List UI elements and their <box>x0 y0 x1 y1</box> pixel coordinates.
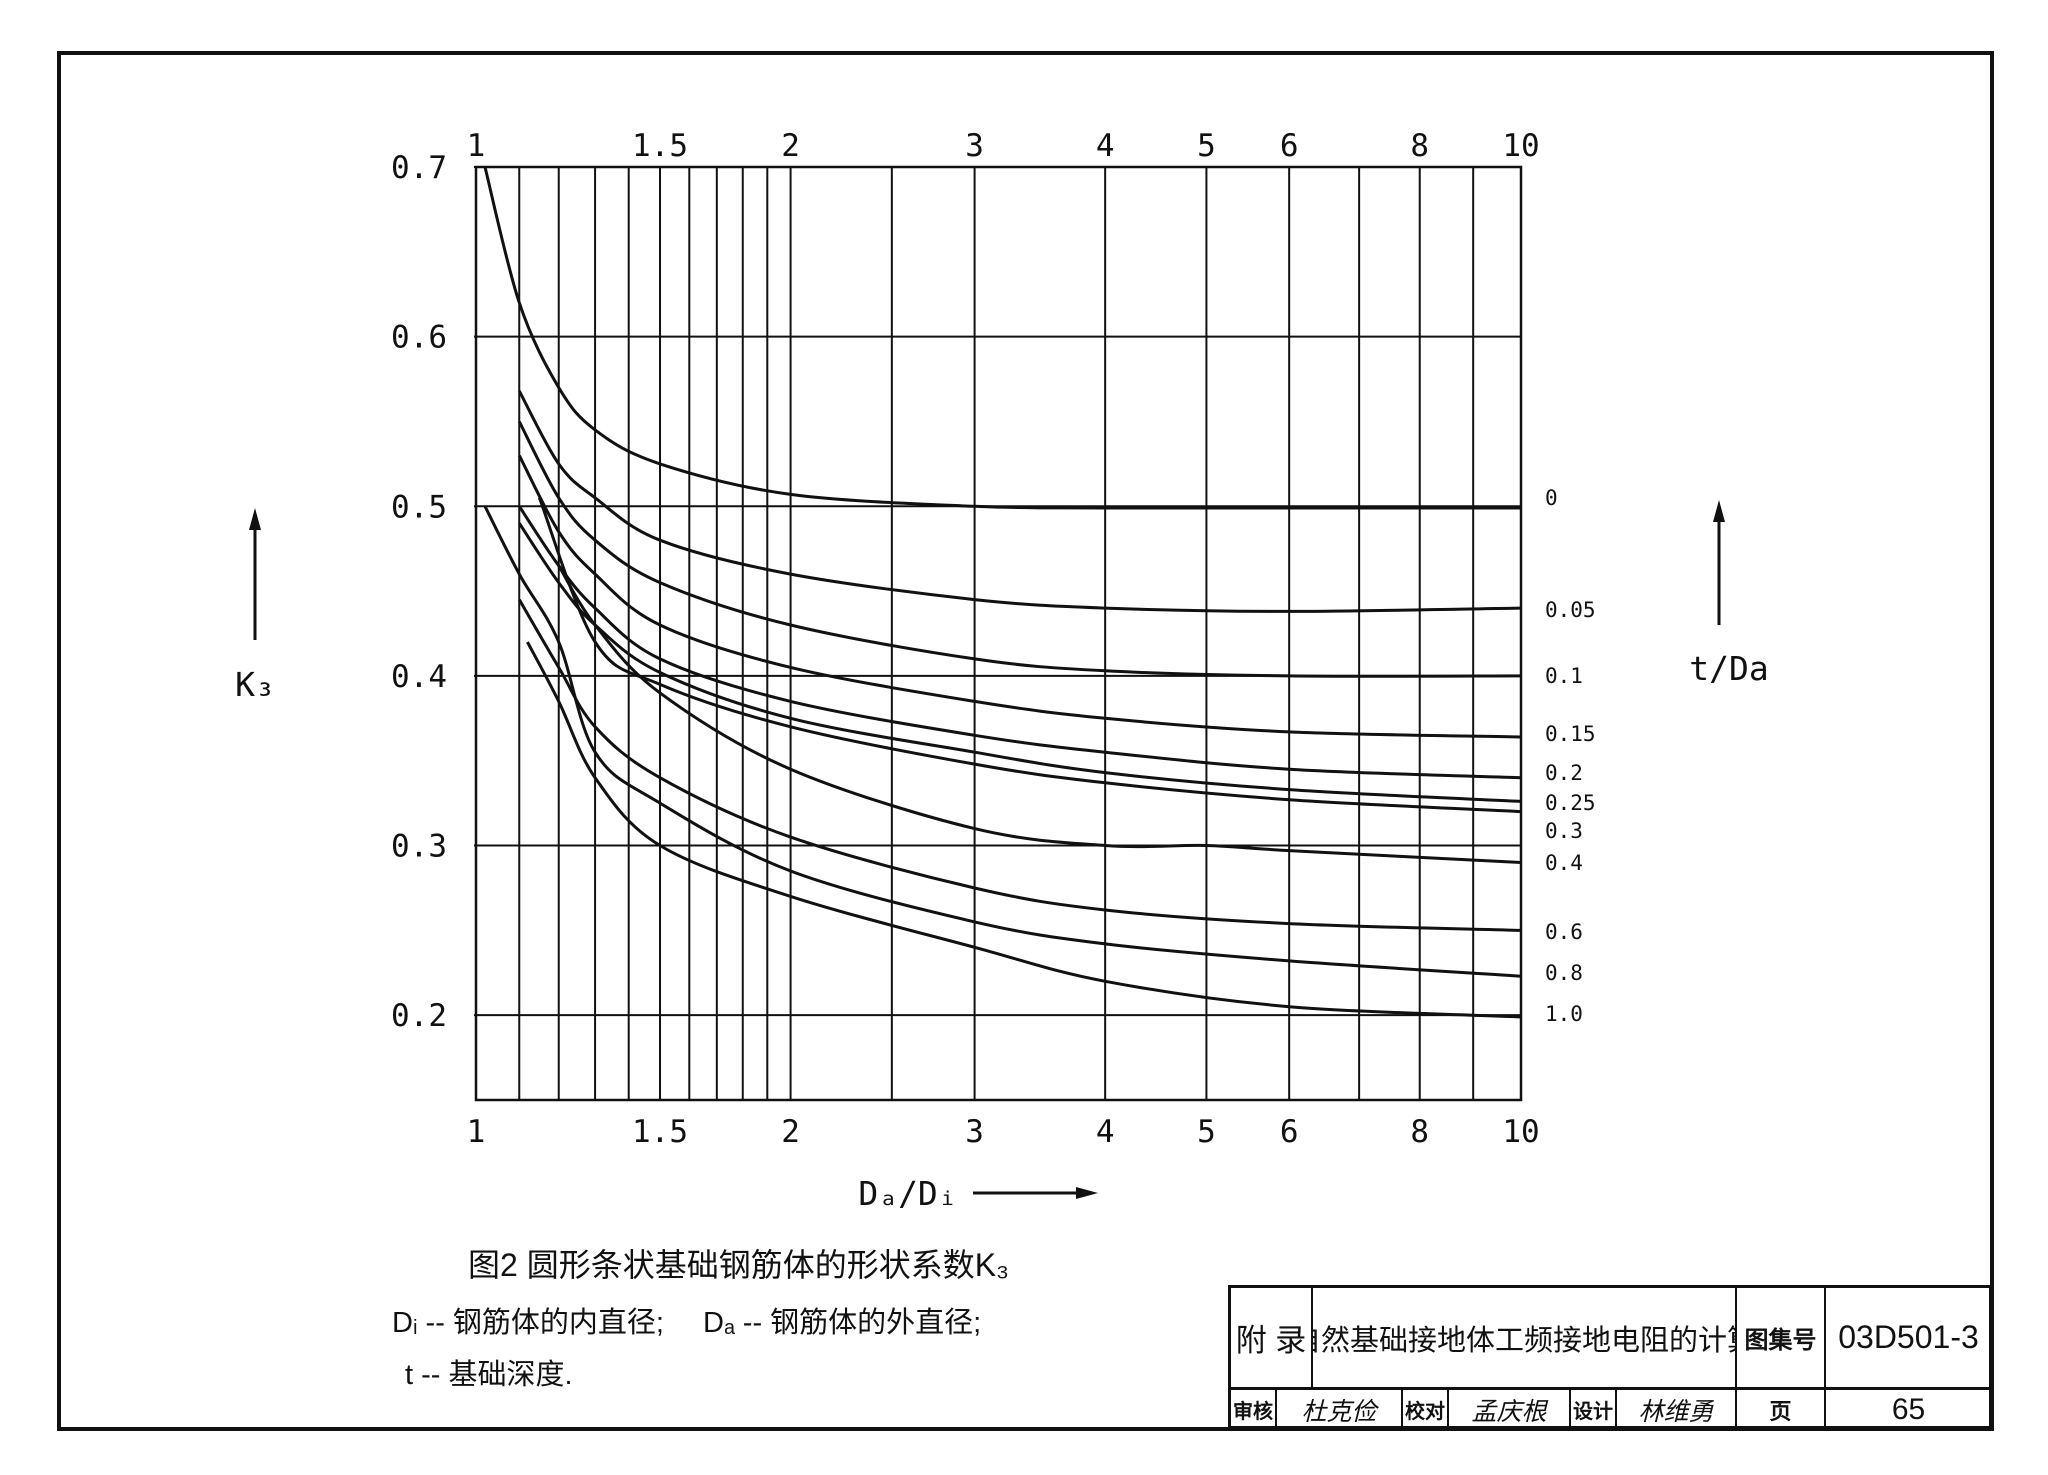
review-label: 审核 <box>1233 1401 1273 1423</box>
x-tick-label-bottom: 1 <box>467 1114 486 1150</box>
x-tick-label-top: 5 <box>1197 128 1216 164</box>
series-label: 0.1 <box>1545 664 1583 688</box>
x-tick-label-bottom: 8 <box>1410 1114 1429 1150</box>
series-label: 0.05 <box>1545 598 1596 622</box>
series-line <box>517 454 1522 739</box>
divider <box>1311 1288 1313 1387</box>
drawing-title: 自然基础接地体工频接地电阻的计算 <box>1313 1324 1735 1357</box>
x-tick-label-top: 8 <box>1410 128 1429 164</box>
legend-t: t -- 基础深度. <box>405 1359 573 1391</box>
y-tick-label: 0.6 <box>391 320 447 356</box>
divider <box>1569 1387 1571 1429</box>
series-label: 0.2 <box>1545 761 1583 785</box>
series-line <box>526 641 1522 1019</box>
x-axis-label: Dₐ/Dᵢ <box>858 1174 957 1213</box>
divider <box>1735 1288 1737 1429</box>
section-label: 附 录 <box>1235 1323 1307 1358</box>
series-label: 0.3 <box>1545 819 1583 843</box>
series-line <box>518 505 1522 780</box>
legend-da: Dₐ -- 钢筋体的外直径; <box>703 1307 982 1339</box>
series-line <box>518 522 1522 803</box>
x-tick-label-top: 4 <box>1096 128 1115 164</box>
x-tick-label-bottom: 1.5 <box>632 1114 688 1150</box>
y-axis-label: K₃ <box>235 665 275 704</box>
proof-label: 校对 <box>1405 1401 1445 1423</box>
k3-arrow-head <box>249 508 261 530</box>
x-tick-label-top: 3 <box>965 128 984 164</box>
design-signature: 林维勇 <box>1638 1396 1714 1426</box>
x-tick-label-bottom: 6 <box>1280 1114 1299 1150</box>
series-label: 1.0 <box>1545 1002 1583 1026</box>
atlas-no-label: 图集号 <box>1744 1327 1817 1354</box>
series-line <box>557 564 1522 864</box>
y-tick-label: 0.3 <box>391 829 447 865</box>
divider <box>1447 1387 1449 1429</box>
x-tick-label-bottom: 5 <box>1197 1114 1216 1150</box>
divider <box>1401 1387 1403 1429</box>
series-line <box>538 497 1522 814</box>
chart-series <box>483 166 1522 1019</box>
y-tick-label: 0.2 <box>391 998 447 1034</box>
series-line <box>517 390 1522 613</box>
x-tick-label-top: 6 <box>1280 128 1299 164</box>
drawing-frame <box>57 51 1994 1431</box>
y-tick-label: 0.5 <box>391 489 447 525</box>
chart-grid <box>474 165 1523 1102</box>
series-line <box>483 166 1521 510</box>
y-tick-label: 0.7 <box>391 150 447 186</box>
x-tick-label-bottom: 10 <box>1502 1114 1539 1150</box>
series-label: 0.6 <box>1545 920 1583 944</box>
x-tick-label-top: 1 <box>467 128 486 164</box>
series-label: 0.15 <box>1545 722 1596 746</box>
atlas-no: 03D501-3 <box>1838 1319 1979 1355</box>
x-tick-label-bottom: 2 <box>781 1114 800 1150</box>
y-tick-label: 0.4 <box>391 659 447 695</box>
series-label: 0.4 <box>1545 851 1583 875</box>
legend-di: Dᵢ -- 钢筋体的内直径; <box>392 1307 664 1339</box>
x-tick-label-bottom: 3 <box>965 1114 984 1150</box>
series-line <box>517 420 1522 678</box>
series-line <box>483 505 1522 978</box>
title-block-row-divider <box>1231 1387 1989 1390</box>
tda-arrow-head <box>1713 500 1725 522</box>
proof-signature: 孟庆根 <box>1471 1396 1547 1426</box>
design-label: 设计 <box>1573 1401 1613 1423</box>
x-arrow-head <box>1076 1187 1098 1199</box>
divider <box>1615 1387 1617 1429</box>
x-tick-label-top: 2 <box>781 128 800 164</box>
plot-border <box>474 165 1523 1102</box>
title-block: 附 录 自然基础接地体工频接地电阻的计算 图集号 03D501-3 审核 杜克俭… <box>1228 1285 1992 1429</box>
x-tick-label-bottom: 4 <box>1096 1114 1115 1150</box>
series-axis-label: t/Da <box>1689 649 1768 688</box>
review-signature: 杜克俭 <box>1301 1396 1377 1426</box>
x-tick-label-top: 1.5 <box>632 128 688 164</box>
series-label: 0.8 <box>1545 961 1583 985</box>
divider <box>1275 1387 1277 1429</box>
series-label: 0 <box>1545 486 1558 510</box>
figure-caption: 图2 圆形条状基础钢筋体的形状系数K₃ <box>468 1247 1010 1283</box>
series-label: 0.25 <box>1545 791 1596 815</box>
page-number: 65 <box>1891 1392 1926 1426</box>
divider <box>1824 1288 1826 1429</box>
page-label: 页 <box>1769 1398 1792 1424</box>
x-tick-label-top: 10 <box>1502 128 1539 164</box>
chart-series-labels: 0 0.05 0.1 0.15 0.2 0.25 0.3 0.4 0.6 0.8 1.0 <box>1545 486 1596 1026</box>
chart-tick-labels: 1 1 1.5 1.5 2 2 3 3 4 4 5 5 6 6 8 8 10 10 0.7 0.6 0.5 0.4 0.3 0… <box>391 128 1540 1150</box>
series-line <box>517 598 1522 932</box>
